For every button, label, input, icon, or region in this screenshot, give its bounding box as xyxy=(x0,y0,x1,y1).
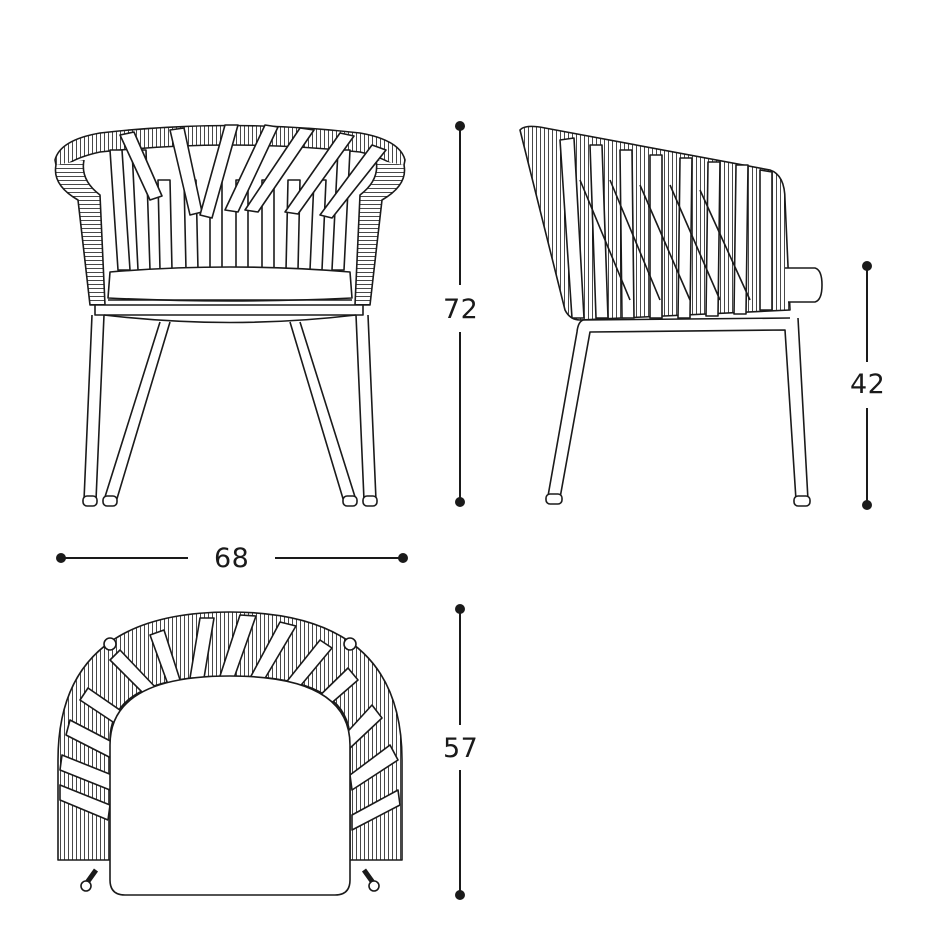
height-dimension-label: 72 xyxy=(443,294,479,325)
top-view xyxy=(57,611,403,896)
side-view xyxy=(519,125,823,507)
width-dimension-label: 68 xyxy=(214,543,250,574)
seat-height-dimension-label: 42 xyxy=(850,369,886,400)
front-view xyxy=(54,124,406,507)
dimension-lines xyxy=(56,121,872,900)
depth-dimension-label: 57 xyxy=(443,733,479,764)
